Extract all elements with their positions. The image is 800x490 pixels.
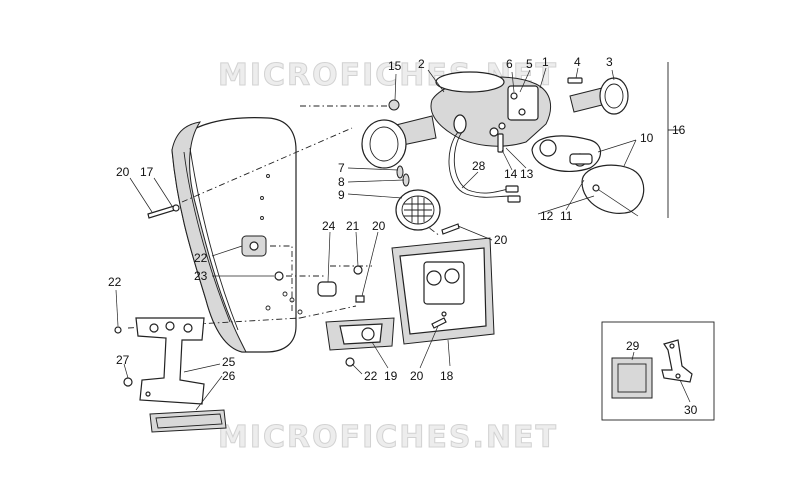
callout-11: 11 (560, 209, 573, 223)
mounting-bracket (325, 317, 395, 351)
wiring-harness (448, 131, 521, 203)
callout-20-bottom: 20 (410, 369, 424, 383)
taillight-lens (581, 164, 645, 217)
bulb-pins (396, 165, 410, 187)
rear-fender (171, 117, 303, 353)
callout-6: 6 (506, 57, 513, 71)
callout-3: 3 (606, 55, 613, 69)
callout-14: 14 (504, 167, 518, 181)
callout-15: 15 (388, 59, 402, 73)
callout-30: 30 (684, 403, 698, 417)
callout-20-mid: 20 (372, 219, 386, 233)
callout-29: 29 (626, 339, 640, 353)
callout-8: 8 (338, 175, 345, 189)
plate-light-bracket (114, 317, 205, 405)
callout-22-left: 22 (108, 275, 122, 289)
watermark-top: MICROFICHES.NET (218, 58, 558, 93)
callout-27: 27 (116, 353, 130, 367)
callout-16: 16 (672, 123, 686, 137)
group-bracket (667, 62, 680, 218)
taillight-housing (430, 71, 552, 147)
callout-4: 4 (574, 55, 581, 69)
callout-17: 17 (140, 165, 154, 179)
spacer-nut (353, 265, 363, 275)
left-turn-signal (361, 115, 437, 169)
license-plate-holder (391, 237, 495, 345)
callout-9: 9 (338, 188, 345, 202)
rubber-grommet (241, 235, 267, 257)
inset-box (601, 321, 715, 421)
bolts (147, 204, 460, 367)
callout-12: 12 (540, 209, 554, 223)
fender-nut (274, 271, 284, 281)
callout-21: 21 (346, 219, 360, 233)
right-turn-signal (569, 77, 629, 115)
bulb-holder (531, 135, 602, 172)
callout-20-right: 20 (494, 233, 508, 247)
callout-25: 25 (222, 355, 236, 369)
callout-19: 19 (384, 369, 398, 383)
callout-24: 24 (322, 219, 336, 233)
callout-10: 10 (640, 131, 654, 145)
callout-labels: 15 2 6 5 1 4 3 10 16 14 13 28 12 11 7 8 … (108, 55, 698, 417)
callout-1: 1 (542, 55, 549, 69)
callout-28: 28 (472, 159, 486, 173)
callout-7: 7 (338, 161, 345, 175)
callout-5: 5 (526, 57, 533, 71)
round-reflector-lens (395, 189, 441, 231)
spacer (317, 281, 337, 297)
callout-22-bottom: 22 (364, 369, 378, 383)
callout-20-left: 20 (116, 165, 130, 179)
callout-22-fender: 22 (194, 251, 208, 265)
callout-26: 26 (222, 369, 236, 383)
callout-2: 2 (418, 57, 425, 71)
rectangular-reflector (149, 409, 227, 433)
callout-23: 23 (194, 269, 208, 283)
leader-lines (115, 67, 691, 411)
screws (388, 77, 583, 153)
watermark-bottom: MICROFICHES.NET (218, 420, 558, 455)
callout-18: 18 (440, 369, 454, 383)
callout-13: 13 (520, 167, 534, 181)
